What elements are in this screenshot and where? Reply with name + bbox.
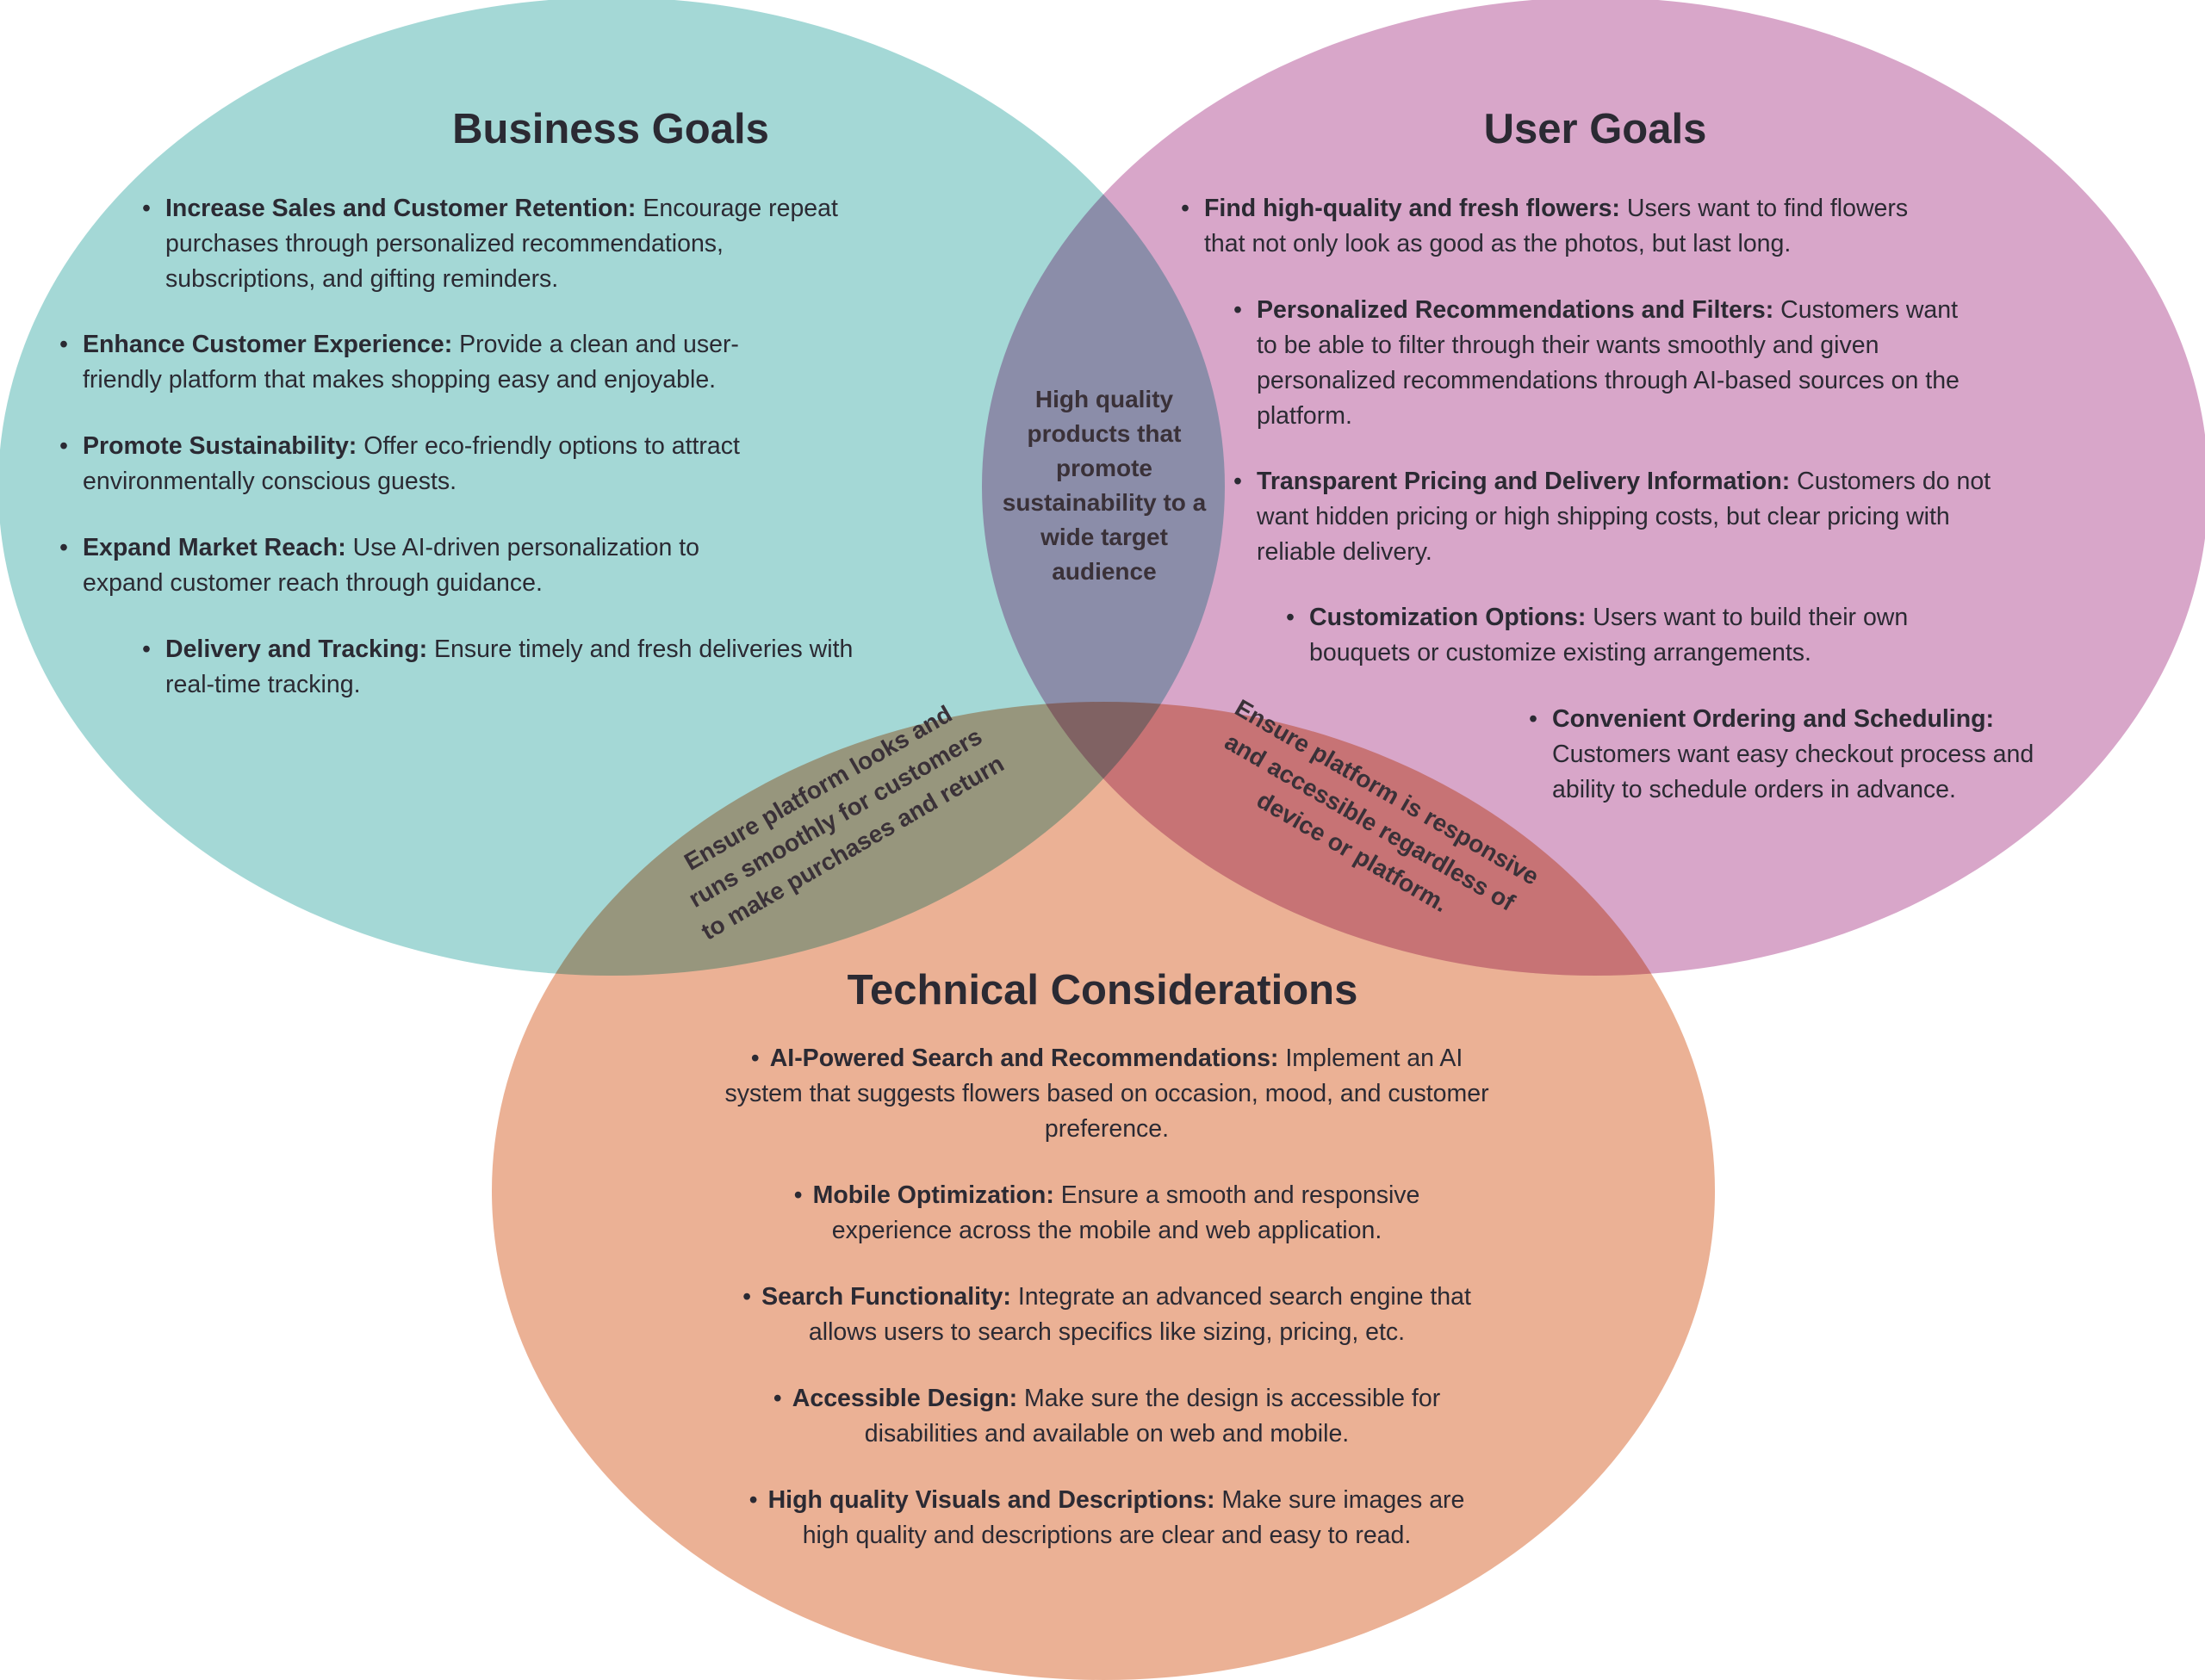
bullet-icon: • [1233, 468, 1242, 495]
technical-item-accessible: •Accessible Design: Make sure the design… [773, 1385, 1441, 1448]
bullet-icon: • [773, 1385, 782, 1412]
bullet-icon: • [142, 195, 151, 222]
business-item-experience: •Enhance Customer Experience: Provide a … [59, 327, 763, 398]
technical-item-ai-search: •AI-Powered Search and Recommendations: … [724, 1045, 1489, 1143]
user-goals-title: User Goals [1483, 106, 1707, 152]
bullet-icon: • [1529, 705, 1537, 733]
technical-considerations-title: Technical Considerations [847, 967, 1358, 1014]
business-goals-title: Business Goals [452, 106, 769, 152]
bullet-icon: • [1181, 195, 1189, 222]
technical-considerations-circle [492, 702, 1715, 1680]
bullet-icon: • [1286, 604, 1295, 631]
user-item-pricing: •Transparent Pricing and Delivery Inform… [1233, 464, 2006, 570]
bullet-icon: • [742, 1283, 752, 1311]
bullet-icon: • [793, 1181, 803, 1209]
overlap-business-user: High quality products that promote susta… [1002, 386, 1207, 585]
business-item-sales: •Increase Sales and Customer Retention: … [142, 191, 872, 297]
bullet-icon: • [142, 635, 151, 663]
bullet-icon: • [59, 432, 68, 460]
business-item-delivery: •Delivery and Tracking: Ensure timely an… [142, 632, 898, 703]
technical-item-visuals: •High quality Visuals and Descriptions: … [748, 1486, 1465, 1549]
business-item-market-reach: •Expand Market Reach: Use AI-driven pers… [59, 530, 755, 601]
bullet-icon: • [750, 1045, 760, 1072]
user-item-fresh-flowers: •Find high-quality and fresh flowers: Us… [1181, 191, 1945, 262]
user-item-ordering: •Convenient Ordering and Scheduling: Cus… [1529, 702, 2060, 808]
bullet-icon: • [748, 1486, 758, 1514]
bullet-icon: • [59, 331, 68, 358]
user-item-customization: •Customization Options: Users want to bu… [1286, 600, 1981, 671]
bullet-icon: • [1233, 296, 1242, 324]
technical-item-mobile: •Mobile Optimization: Ensure a smooth an… [793, 1181, 1420, 1244]
user-item-personalized: •Personalized Recommendations and Filter… [1233, 293, 1980, 434]
technical-item-search: •Search Functionality: Integrate an adva… [742, 1283, 1471, 1346]
business-item-sustainability: •Promote Sustainability: Offer eco-frien… [59, 429, 823, 499]
bullet-icon: • [59, 534, 68, 561]
